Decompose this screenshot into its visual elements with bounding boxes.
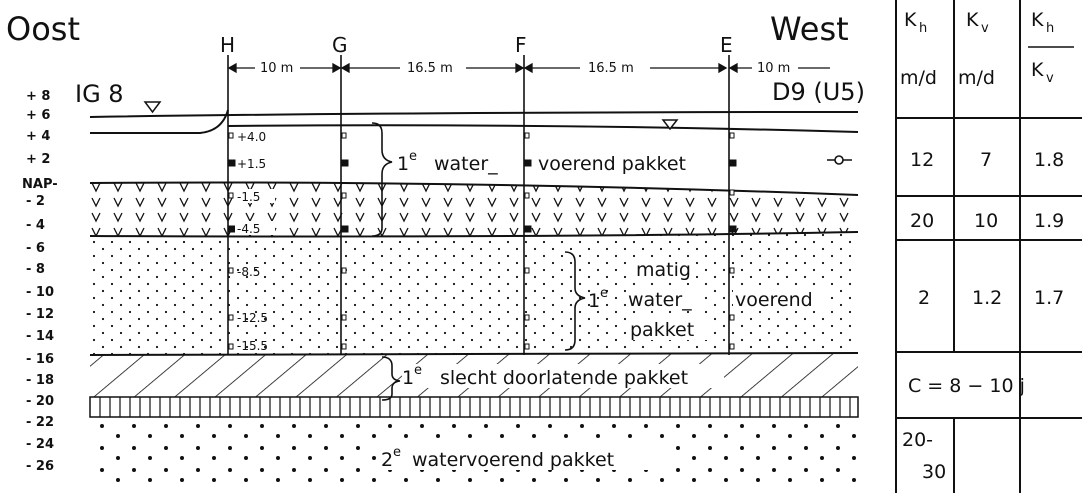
depth-tick: NAP- (22, 177, 58, 192)
screen-depth-label: -15.5 (237, 339, 268, 353)
brace-aquifer1-moderate (564, 251, 586, 351)
distance-h-g: 10 m (260, 61, 293, 76)
row1-ratio: 1.8 (1034, 149, 1064, 171)
water-table-icon (143, 101, 162, 114)
depth-tick: - 24 (26, 437, 54, 452)
aquitard1-label-text: slecht doorlatende pakket (440, 367, 688, 389)
depth-tick: + 4 (26, 129, 50, 144)
row2-kh: 20 (910, 210, 934, 232)
last-row-line1: 20- (902, 429, 933, 451)
distance-dimension-lines (227, 62, 830, 74)
depth-tick: - 26 (26, 459, 54, 474)
row1-kv: 7 (980, 149, 992, 171)
header-kv-sub: v (981, 21, 989, 36)
depth-tick: - 6 (26, 241, 45, 256)
observation-symbol-icon (827, 155, 852, 165)
peat-band-ticks (99, 397, 851, 417)
aquifer1m-label-side: voerend (735, 289, 813, 311)
title-oost: Oost (6, 10, 80, 48)
aquifer2-label-prefix: 2 (381, 449, 393, 471)
aquifer1m-label-prefix: 1 (588, 290, 600, 312)
header-kh-unit: m/d (900, 67, 937, 89)
site-label-ig8: IG 8 (75, 80, 124, 108)
distance-f-e: 16.5 m (588, 61, 634, 76)
aquifer1m-label-line1: matig (636, 259, 691, 281)
well-label-e: E (720, 33, 733, 57)
row1-kh: 12 (910, 149, 934, 171)
header-kv: K (966, 9, 979, 31)
aquifer1-label-part1: water_ (434, 153, 498, 175)
site-label-d9: D9 (U5) (772, 78, 865, 106)
aquifer1-label-part2: voerend pakket (538, 153, 686, 175)
aquifer1m-label-line3: pakket (630, 319, 694, 341)
aquifer2-label-text: watervoerend pakket (412, 449, 614, 471)
row2-ratio: 1.9 (1034, 210, 1064, 232)
aquifer1-label-sup: e (409, 149, 417, 164)
distance-g-f: 16.5 m (407, 61, 453, 76)
depth-axis: + 8 + 6 + 4 + 2 NAP- - 2 - 4 - 6 - 8 - 1… (22, 89, 58, 474)
well-lines (227, 55, 730, 355)
depth-tick: + 2 (26, 152, 50, 167)
header-ratio-bottom: K (1031, 59, 1044, 81)
depth-tick: - 14 (26, 329, 54, 344)
water-table-icon (661, 119, 679, 131)
aquifer1-label-prefix: 1 (397, 153, 409, 175)
brace-aquifer1 (371, 122, 393, 237)
last-row-line2: 30 (922, 461, 946, 483)
layer-boundaries (89, 109, 859, 356)
depth-tick: - 22 (26, 415, 54, 430)
depth-tick: - 8 (26, 262, 45, 277)
screen-depth-label: -1.5 (237, 190, 260, 204)
clay-layer-v-pattern (90, 182, 858, 237)
row2-kv: 10 (974, 210, 998, 232)
depth-tick: - 2 (26, 194, 45, 209)
depth-tick: - 18 (26, 373, 54, 388)
screen-depth-label: -12.5 (237, 311, 268, 325)
depth-tick: + 8 (26, 89, 50, 104)
title-west: West (770, 10, 849, 48)
parameter-table (895, 0, 1082, 493)
aquitard1-label-prefix: 1 (402, 367, 414, 389)
row3-kv: 1.2 (972, 287, 1002, 309)
screen-depth-label: +1.5 (237, 157, 266, 171)
aquifer1m-label-sup: e (600, 286, 608, 301)
header-kh-sub: h (919, 21, 927, 36)
aquifer2-label-sup: e (393, 445, 401, 460)
depth-tick: + 6 (26, 108, 50, 123)
screen-depth-label: -4.5 (237, 222, 260, 236)
brace-aquitard (381, 356, 401, 401)
aquifer1m-label-line2: water_ (628, 289, 692, 311)
depth-tick: - 10 (26, 285, 54, 300)
row3-kh: 2 (918, 287, 930, 309)
peat-band (89, 396, 859, 418)
screen-depth-label: +4.0 (237, 130, 266, 144)
screen-depth-label: -8.5 (237, 265, 260, 279)
depth-tick: - 4 (26, 218, 45, 233)
header-ratio-bottom-sub: v (1046, 71, 1054, 86)
depth-tick: - 16 (26, 352, 54, 367)
well-label-f: F (515, 33, 527, 57)
aquitard1-label-sup: e (414, 363, 422, 378)
distance-e-west: 10 m (757, 61, 790, 76)
header-kh: K (904, 9, 917, 31)
row3-ratio: 1.7 (1034, 287, 1064, 309)
c-value: C = 8 − 10 j (908, 375, 1025, 397)
depth-tick: - 20 (26, 394, 54, 409)
well-label-g: G (332, 33, 348, 57)
header-ratio-top: K (1031, 9, 1044, 31)
well-label-h: H (220, 33, 235, 57)
header-ratio-top-sub: h (1046, 21, 1054, 36)
well-screens (228, 132, 737, 350)
header-kv-unit: m/d (958, 67, 995, 89)
depth-tick: - 12 (26, 307, 54, 322)
